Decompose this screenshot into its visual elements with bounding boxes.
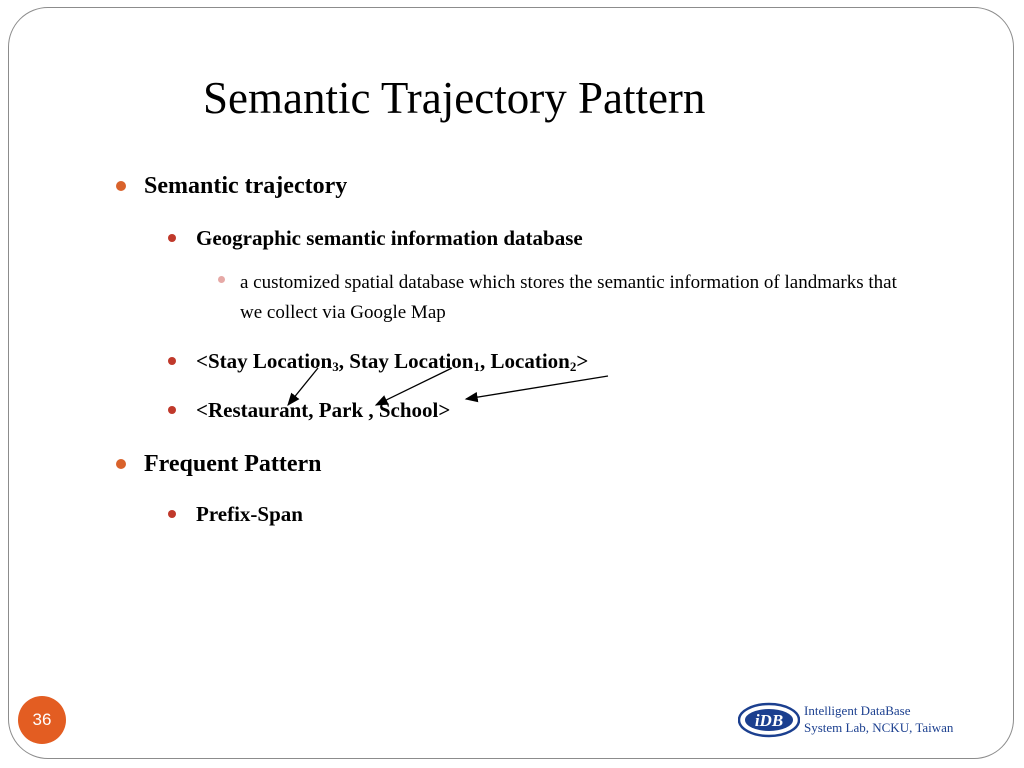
bullet-dot [116, 459, 126, 469]
slide-title: Semantic Trajectory Pattern [203, 73, 706, 123]
lab-name: Intelligent DataBase System Lab, NCKU, T… [804, 702, 953, 736]
bullet-text: <Restaurant, Park , School> [196, 398, 451, 422]
bullet-dot [218, 276, 225, 283]
bullet-dot [116, 181, 126, 191]
page-number-badge: 36 [18, 696, 66, 744]
arrow-line [287, 367, 319, 407]
bullet-text: Semantic trajectory [144, 173, 348, 199]
bullet-dot [168, 406, 176, 414]
arrow-line [464, 375, 609, 403]
bullet-text: Geographic semantic information database [196, 226, 583, 250]
arrow-line [374, 367, 453, 406]
bullet-text: Frequent Pattern [144, 451, 322, 477]
bullet-dot [168, 510, 176, 518]
lab-name-line1: Intelligent DataBase [804, 703, 911, 718]
logo-text: iDB [755, 711, 783, 730]
slide-frame [8, 7, 1014, 759]
idb-logo-icon: iDB [738, 702, 800, 738]
lab-name-line2: System Lab, NCKU, Taiwan [804, 720, 954, 735]
bullet-text: Prefix-Span [196, 502, 303, 526]
bullet-dot [168, 357, 176, 365]
bullet-text: a customized spatial database which stor… [240, 272, 897, 323]
bullet-dot [168, 234, 176, 242]
